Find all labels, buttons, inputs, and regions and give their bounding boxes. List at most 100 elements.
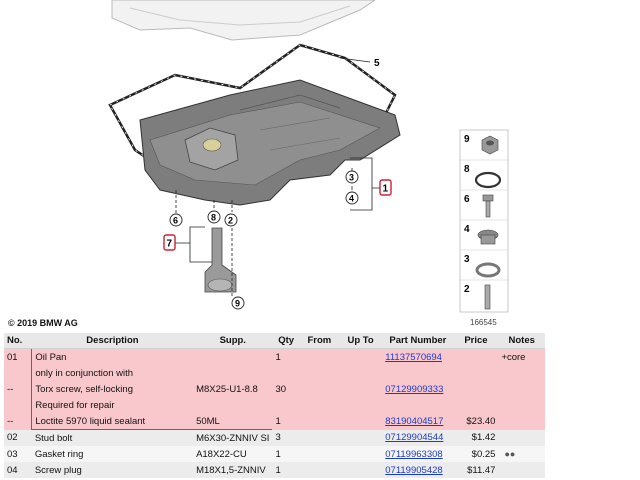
row-upto xyxy=(338,397,383,413)
callout-6[interactable]: 6 xyxy=(173,216,178,226)
part-number-link[interactable]: 83190404517 xyxy=(385,415,444,427)
row-qty: 30 xyxy=(272,381,300,397)
side-item-2: 2 xyxy=(464,284,470,295)
row-price xyxy=(453,397,499,413)
table-row: -- Torx screw, self-locking M8X25-U1-8.8… xyxy=(4,381,545,397)
leader-lines xyxy=(175,57,380,298)
side-item-3: 3 xyxy=(464,254,470,265)
price-value: $0.25 xyxy=(471,448,496,460)
row-qty: 1 xyxy=(272,413,300,430)
row-from xyxy=(299,381,339,397)
row-notes xyxy=(498,429,545,446)
diagram-callouts: 5 1 3 4 6 8 2 7 9 xyxy=(163,58,392,310)
row-part-number: 07119905428 xyxy=(382,462,454,478)
row-part-number: 07119963308 xyxy=(382,446,454,462)
col-notes: Notes xyxy=(498,333,545,349)
row-qty xyxy=(272,397,300,413)
row-part-number xyxy=(382,365,454,381)
callout-2[interactable]: 2 xyxy=(228,216,233,226)
table-row: 02 Stud bolt M6X30-ZNNIV SI 3 0712990454… xyxy=(4,429,545,446)
side-item-6: 6 xyxy=(464,194,470,205)
row-supp xyxy=(193,348,273,365)
row-price: $11.47 xyxy=(453,462,499,478)
callout-5[interactable]: 5 xyxy=(374,58,380,69)
row-qty: 1 xyxy=(272,446,300,462)
callout-3[interactable]: 3 xyxy=(349,173,354,183)
row-part-number: 83190404517 xyxy=(382,413,454,430)
engine-block-illustration xyxy=(111,0,376,41)
row-description: Required for repair xyxy=(31,397,194,413)
table-row: 03 Gasket ring A18X22-CU 1 07119963308 $… xyxy=(4,446,545,462)
row-no: 04 xyxy=(4,462,32,478)
row-notes: +core xyxy=(498,348,545,365)
screw-icon xyxy=(482,194,494,218)
row-description: Oil Pan xyxy=(31,348,194,365)
row-from xyxy=(299,462,339,478)
callout-7[interactable]: 7 xyxy=(167,239,173,250)
row-supp xyxy=(193,365,273,381)
table-header-row: No. Description Supp. Qty From Up To Par… xyxy=(4,333,545,349)
callout-8[interactable]: 8 xyxy=(211,213,216,223)
row-upto xyxy=(338,413,383,430)
part-number-link[interactable]: 07119905428 xyxy=(385,464,443,476)
side-item-4: 4 xyxy=(464,224,470,235)
row-no xyxy=(4,365,32,381)
row-supp: 50ML xyxy=(193,413,273,430)
callout-4[interactable]: 4 xyxy=(349,194,354,204)
row-from xyxy=(299,348,339,365)
row-supp: M18X1,5-ZNNIV xyxy=(193,462,273,478)
side-items-panel: 9 8 6 4 3 2 xyxy=(459,129,509,313)
table-row: Required for repair xyxy=(4,397,545,413)
side-item-9: 9 xyxy=(464,134,470,145)
stud-bolt-icon xyxy=(484,284,491,310)
part-number-link[interactable]: 07129904544 xyxy=(385,432,444,444)
row-qty: 1 xyxy=(272,462,300,478)
o-ring-icon xyxy=(474,171,502,189)
part-number-link[interactable]: 07129909333 xyxy=(385,383,444,395)
row-supp xyxy=(193,397,273,413)
row-description: Loctite 5970 liquid sealant xyxy=(31,413,194,430)
row-supp: M8X25-U1-8.8 xyxy=(193,381,273,397)
screw-plug-icon xyxy=(477,229,499,245)
row-upto xyxy=(338,429,383,446)
part-number-link[interactable]: 07119963308 xyxy=(385,448,443,460)
row-notes xyxy=(498,381,545,397)
row-price xyxy=(453,381,499,397)
part-number-link[interactable]: 11137570694 xyxy=(385,351,442,363)
row-description: Screw plug xyxy=(31,462,194,478)
row-notes: ●● xyxy=(498,446,545,462)
oil-pickup-illustration xyxy=(204,227,237,293)
row-description: only in conjunction with xyxy=(31,365,194,381)
row-part-number: 11137570694 xyxy=(382,348,454,365)
row-upto xyxy=(338,462,383,478)
row-no xyxy=(4,397,32,413)
row-qty: 1 xyxy=(272,348,300,365)
table-row: 04 Screw plug M18X1,5-ZNNIV 1 0711990542… xyxy=(4,462,545,478)
row-price: $0.25 xyxy=(453,446,499,462)
col-from: From xyxy=(299,333,339,349)
table-row: 01 Oil Pan 1 11137570694 +core xyxy=(4,348,545,365)
parts-group-icon[interactable]: ●● xyxy=(504,448,516,459)
row-notes xyxy=(498,397,545,413)
parts-diagram: 5 1 3 4 6 8 2 7 9 9 8 6 xyxy=(108,0,509,313)
row-upto xyxy=(338,446,383,462)
row-qty: 3 xyxy=(272,429,300,446)
row-upto xyxy=(338,348,383,365)
callout-1[interactable]: 1 xyxy=(383,184,389,195)
row-supp: M6X30-ZNNIV SI xyxy=(193,429,273,446)
copyright-text: © 2019 BMW AG xyxy=(8,318,78,328)
row-notes xyxy=(498,462,545,478)
row-supp: A18X22-CU xyxy=(193,446,273,462)
row-price xyxy=(453,365,499,381)
row-notes xyxy=(498,365,545,381)
side-item-8: 8 xyxy=(464,164,470,175)
row-price xyxy=(453,348,499,365)
col-description: Description xyxy=(31,333,194,349)
row-part-number xyxy=(382,397,454,413)
row-from xyxy=(299,429,339,446)
row-upto xyxy=(338,365,383,381)
col-part-number: Part Number xyxy=(382,333,454,349)
row-from xyxy=(299,446,339,462)
callout-9[interactable]: 9 xyxy=(235,299,240,309)
row-from xyxy=(299,413,339,430)
